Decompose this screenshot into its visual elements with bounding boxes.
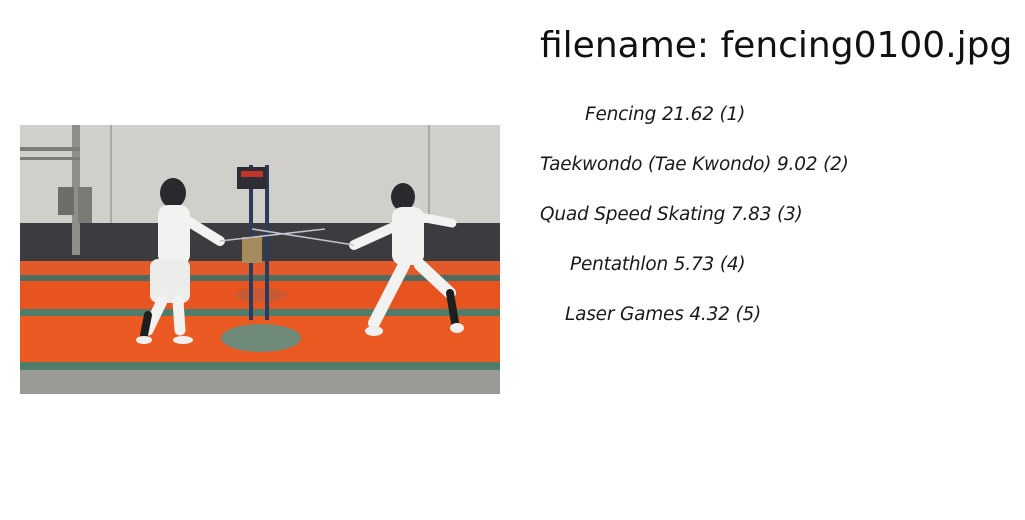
prediction-score: 4.32: [689, 304, 730, 325]
prediction-rank: (5): [735, 304, 762, 325]
prediction-score: 5.73: [673, 254, 715, 275]
prediction-score: 7.83: [730, 204, 772, 225]
prediction-label: Pentathlon: [570, 254, 669, 275]
prediction-label: Laser Games: [565, 304, 684, 325]
prediction-rank: (3): [776, 204, 803, 225]
prediction-item: Pentathlon 5.73 (4): [570, 250, 1010, 280]
prediction-item: Taekwondo (Tae Kwondo) 9.02 (2): [540, 150, 980, 180]
prediction-list: Fencing 21.62 (1) Taekwondo (Tae Kwondo)…: [540, 100, 980, 340]
prediction-item: Fencing 21.62 (1): [585, 100, 1025, 130]
prediction-label: Fencing: [585, 104, 657, 125]
prediction-label: Taekwondo (Tae Kwondo): [540, 154, 772, 175]
filename-heading: filename: fencing0100.jpg: [540, 25, 1013, 66]
prediction-rank: (2): [823, 154, 849, 175]
prediction-rank: (1): [719, 104, 746, 125]
prediction-score: 9.02: [776, 154, 818, 175]
prediction-item: Quad Speed Skating 7.83 (3): [540, 200, 980, 230]
fencing-photo: [20, 125, 500, 394]
prediction-label: Quad Speed Skating: [540, 204, 726, 225]
prediction-rank: (4): [719, 254, 746, 275]
prediction-item: Laser Games 4.32 (5): [565, 300, 1005, 330]
fencing-scene-image: [20, 125, 500, 394]
prediction-score: 21.62: [661, 104, 714, 125]
